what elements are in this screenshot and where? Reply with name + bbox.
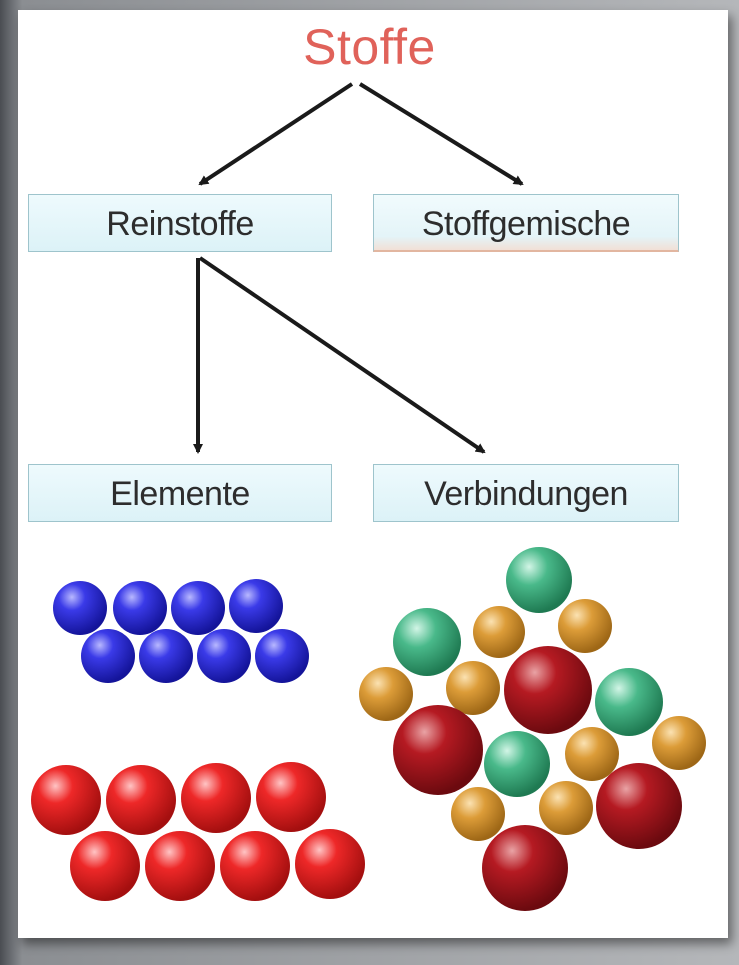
arrows xyxy=(193,82,524,454)
root-node-stoffe: Stoffe xyxy=(303,19,436,75)
mixed-atom-cluster xyxy=(359,547,706,911)
node-verbindungen: Verbindungen xyxy=(373,464,679,522)
arrow-stoffe-to-stoffgemische xyxy=(358,82,524,186)
arrow-stoffe-to-reinstoffe xyxy=(198,82,354,186)
blue-atom-lattice xyxy=(53,579,309,683)
node-elemente: Elemente xyxy=(28,464,332,522)
red-atom-lattice xyxy=(31,762,365,901)
node-reinstoffe: Reinstoffe xyxy=(28,194,332,252)
node-stoffgemische: Stoffgemische xyxy=(373,194,679,252)
arrow-reinstoffe-to-verbindungen xyxy=(198,256,486,454)
